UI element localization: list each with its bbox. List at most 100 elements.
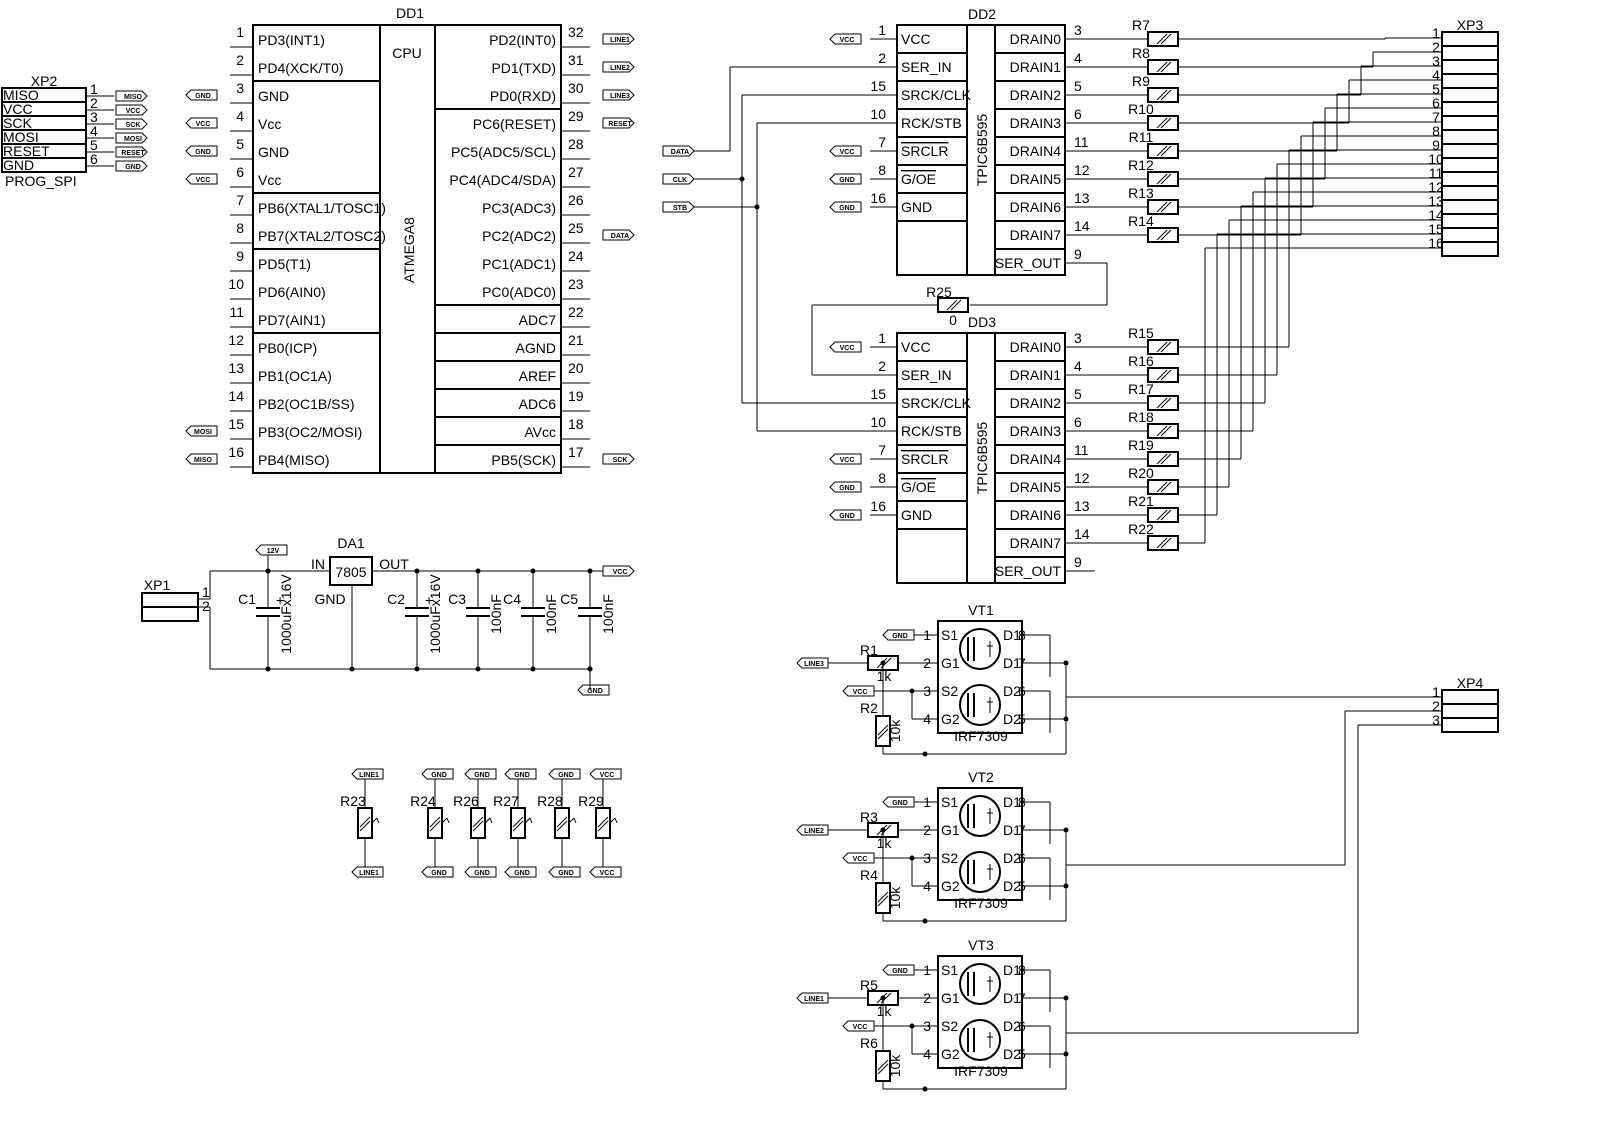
net-tag-label: GND (892, 633, 908, 640)
junction-dot (530, 666, 536, 672)
net-tag-shape (662, 145, 695, 157)
pin-number: 5 (1432, 81, 1440, 97)
pin-name: SRCLR (901, 451, 948, 467)
junction-dot (880, 660, 886, 666)
transistor-symbol (959, 963, 1001, 1005)
net-tag-shape (829, 453, 862, 465)
component-ref: C5 (560, 591, 578, 607)
pin-number: 21 (568, 332, 584, 348)
net-tag-label: GND (195, 93, 211, 100)
junction-dot (530, 568, 536, 574)
pin-name: Vcc (258, 172, 281, 188)
net-tag-label: MISO (194, 457, 212, 464)
junction-dot (265, 666, 271, 672)
resistor-11: R11 (1095, 93, 1442, 159)
wire (568, 817, 575, 824)
junction-dot (587, 666, 593, 672)
pin-number: 7 (1432, 109, 1440, 125)
net-tag-label: DATA (611, 233, 629, 240)
net-tag: GND (829, 173, 862, 185)
pin-name: RCK/STB (901, 423, 962, 439)
pin-number: 12 (1074, 162, 1090, 178)
resistor-body (510, 807, 526, 839)
net-tag: GND (421, 866, 454, 878)
net-tag-label: MOSI (124, 136, 142, 143)
junction-dot (475, 568, 481, 574)
resistor-outline (1147, 87, 1179, 103)
resistor-body (1147, 31, 1179, 47)
pin-name: G2 (941, 711, 960, 727)
wire (1160, 397, 1172, 409)
net-tag-label: VCC (853, 856, 868, 863)
net-tag-label: VCC (853, 689, 868, 696)
junction-dot (587, 568, 593, 574)
net-tag: GND (421, 768, 454, 780)
pin-number: 16 (870, 498, 886, 514)
resistor-7: R7 (1095, 17, 1442, 47)
wire (359, 820, 371, 832)
pin-name: PD3(INT1) (258, 32, 325, 48)
net-tag-label: RESET (608, 121, 632, 128)
resistor-outline (1147, 367, 1179, 383)
net-tag-shape (829, 341, 862, 353)
wire (877, 895, 889, 907)
net-tag: GND (829, 201, 862, 213)
transistor-symbol (959, 1019, 1001, 1061)
pin-number: 13 (1074, 498, 1090, 514)
net-tag: SCK (115, 118, 148, 130)
pin-number: 1 (202, 584, 210, 600)
net-tag-shape (504, 768, 537, 780)
part-number: ATMEGA8 (401, 217, 417, 283)
pin-name: DRAIN4 (1010, 143, 1062, 159)
pin-name: Vcc (258, 116, 281, 132)
resistor-8: R8 (1095, 45, 1442, 75)
pin-name: AVcc (524, 424, 556, 440)
component-ref: VT3 (968, 937, 994, 953)
wire (1156, 61, 1168, 73)
wire (950, 299, 962, 311)
wire (1160, 481, 1172, 493)
component-ref: R9 (1132, 73, 1150, 89)
pin-number: 4 (1074, 358, 1082, 374)
pin-name: GND (314, 591, 345, 607)
wire (1156, 397, 1168, 409)
resistor-body (554, 807, 570, 839)
net-tag-label: LINE2 (610, 65, 630, 72)
component-ref: C4 (503, 591, 521, 607)
part-number: IRF7309 (954, 1063, 1008, 1079)
resistor-body (1147, 199, 1179, 215)
net-tag-label: STB (673, 205, 687, 212)
pin-number: 1 (878, 22, 886, 38)
pin-number: 10 (1428, 151, 1444, 167)
pin-number: 18 (568, 416, 584, 432)
component-ref: R1 (860, 642, 878, 658)
pin-number: 2 (202, 598, 210, 614)
pin-number: 20 (568, 360, 584, 376)
wire (429, 816, 441, 828)
net-tag-label: LINE1 (359, 772, 379, 779)
pin-name: PB4(MISO) (258, 452, 330, 468)
resistor-body (1147, 395, 1179, 411)
pin-name: MISO (3, 87, 39, 103)
outline (896, 332, 1066, 584)
pin-name: DRAIN7 (1010, 227, 1062, 243)
junction-dot (922, 918, 928, 924)
wire (877, 724, 889, 736)
wire (597, 820, 609, 832)
polarity-mark: + (276, 592, 284, 608)
resistor-outline (595, 807, 611, 839)
pin-number: 30 (568, 80, 584, 96)
wire (512, 820, 524, 832)
